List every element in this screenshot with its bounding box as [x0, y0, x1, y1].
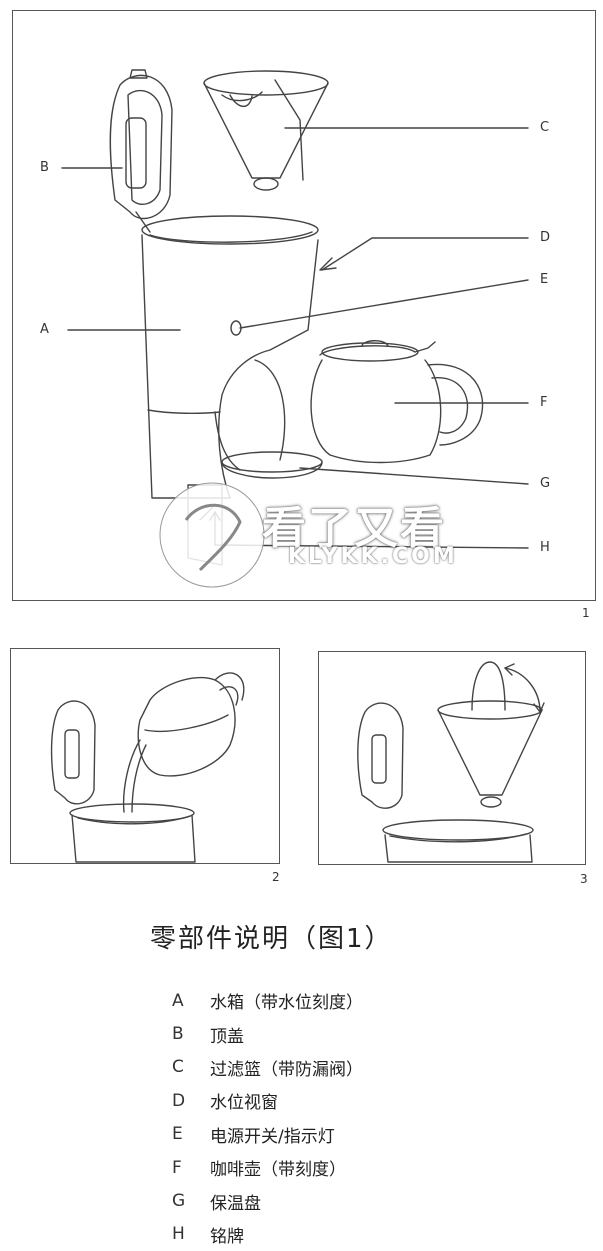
figure-1-number: 1 — [582, 606, 590, 620]
label-H: H — [540, 540, 550, 555]
watermark-chinese: 看了又看 — [262, 503, 446, 554]
label-A: A — [40, 322, 49, 337]
part-description: 铭牌 — [210, 1226, 244, 1247]
list-item: G 保温盘 — [172, 1184, 363, 1217]
part-description: 保温盘 — [210, 1193, 261, 1214]
part-description: 咖啡壶（带刻度） — [210, 1160, 346, 1181]
watermark-domain: KLYKK.COM — [288, 544, 458, 569]
list-item: F 咖啡壶（带刻度） — [172, 1151, 363, 1184]
part-description: 过滤篮（带防漏阀） — [210, 1059, 363, 1080]
list-item: D 水位视窗 — [172, 1084, 363, 1117]
list-item: B 顶盖 — [172, 1017, 363, 1050]
figure-1-frame — [12, 10, 596, 601]
figure-3-number: 3 — [580, 872, 588, 886]
list-item: H 铭牌 — [172, 1218, 363, 1251]
part-description: 水位视窗 — [210, 1093, 278, 1114]
section-title: 零部件说明（图1） — [150, 924, 393, 954]
part-letter: E — [172, 1124, 183, 1145]
part-letter: H — [172, 1224, 185, 1245]
part-letter: G — [172, 1191, 186, 1212]
part-letter: F — [172, 1157, 182, 1178]
label-B: B — [40, 160, 49, 175]
part-letter: C — [172, 1057, 184, 1078]
label-C: C — [540, 120, 550, 135]
figure-2-number: 2 — [272, 870, 280, 884]
figure-2-frame — [10, 648, 280, 864]
part-letter: D — [172, 1090, 186, 1111]
part-description: 水箱（带水位刻度） — [210, 993, 363, 1014]
part-description: 顶盖 — [210, 1026, 244, 1047]
list-item: A 水箱（带水位刻度） — [172, 984, 363, 1017]
label-G: G — [540, 476, 551, 491]
parts-list: A 水箱（带水位刻度） B 顶盖 C 过滤篮（带防漏阀） D 水位视窗 E 电源开关/指示… — [172, 984, 363, 1251]
list-item: C 过滤篮（带防漏阀） — [172, 1051, 363, 1084]
part-letter: A — [172, 990, 184, 1011]
label-E: E — [540, 272, 549, 287]
part-description: 电源开关/指示灯 — [210, 1126, 335, 1147]
figure-3-frame — [318, 651, 586, 865]
part-letter: B — [172, 1024, 184, 1045]
label-D: D — [540, 230, 551, 245]
list-item: E 电源开关/指示灯 — [172, 1118, 363, 1151]
label-F: F — [540, 395, 548, 410]
